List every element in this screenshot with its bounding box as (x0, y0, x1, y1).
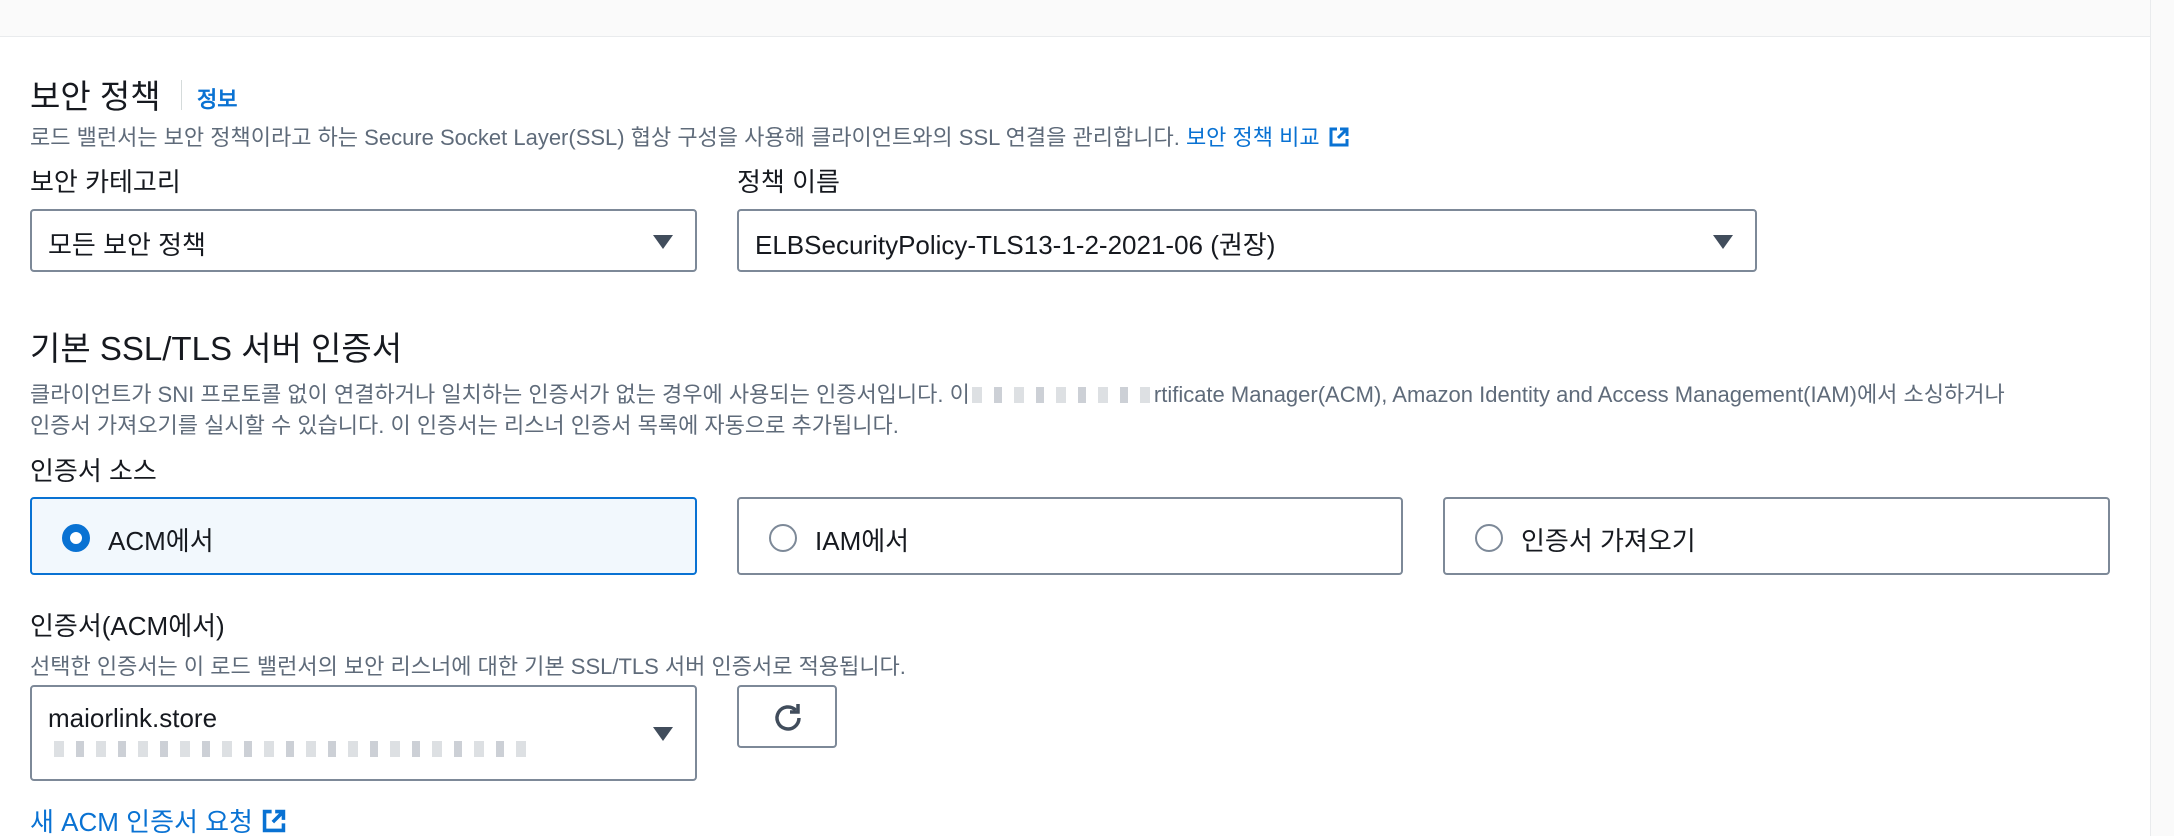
request-acm-cert-link[interactable]: 새 ACM 인증서 요청 (30, 802, 287, 839)
acm-cert-value: maiorlink.store (48, 703, 218, 733)
external-link-icon (1329, 127, 1349, 147)
security-policy-description: 로드 밸런서는 보안 정책이라고 하는 Secure Socket Layer(… (30, 120, 1350, 152)
policy-name-value: ELBSecurityPolicy-TLS13-1-2-2021-06 (권장) (755, 230, 1276, 260)
redacted-text (971, 387, 1152, 403)
cert-source-label: 인증서 소스 (30, 456, 157, 486)
acm-cert-label: 인증서(ACM에서) (30, 611, 225, 641)
info-link[interactable]: 정보 (197, 87, 238, 112)
refresh-icon (775, 704, 801, 731)
acm-cert-select[interactable]: maiorlink.store (30, 685, 697, 781)
radio-unselected[interactable] (769, 524, 797, 552)
default-cert-description-line2: 인증서 가져오기를 실시할 수 있습니다. 이 인증서는 리스너 인증서 목록에… (30, 413, 899, 438)
source-option-acm[interactable]: ACM에서 (30, 497, 697, 575)
compare-policies-link[interactable]: 보안 정책 비교 (1186, 125, 1350, 150)
source-option-acm-label: ACM에서 (108, 526, 214, 556)
source-option-iam-label: IAM에서 (815, 526, 910, 556)
source-option-import-label: 인증서 가져오기 (1521, 526, 1696, 556)
right-rail (2150, 0, 2174, 836)
caret-down-icon (653, 235, 673, 249)
security-policy-description-text: 로드 밸런서는 보안 정책이라고 하는 Secure Socket Layer(… (30, 125, 1180, 150)
radio-selected[interactable] (62, 524, 90, 552)
top-strip (0, 0, 2150, 37)
default-cert-heading: 기본 SSL/TLS 서버 인증서 (30, 330, 403, 367)
policy-name-select[interactable]: ELBSecurityPolicy-TLS13-1-2-2021-06 (권장) (737, 209, 1757, 272)
default-cert-description-line1: 클라이언트가 SNI 프로토콜 없이 연결하거나 일치하는 인증서가 없는 경우… (30, 382, 2005, 407)
policy-name-label: 정책 이름 (737, 167, 840, 197)
source-option-import[interactable]: 인증서 가져오기 (1443, 497, 2110, 575)
redacted-cert-id (54, 741, 534, 757)
heading-divider (181, 80, 182, 110)
security-policy-heading: 보안 정책 (30, 78, 161, 115)
external-link-icon (262, 809, 286, 833)
radio-unselected[interactable] (1475, 524, 1503, 552)
security-category-value: 모든 보안 정책 (48, 230, 206, 260)
source-option-iam[interactable]: IAM에서 (737, 497, 1403, 575)
caret-down-icon (653, 727, 673, 741)
acm-cert-description: 선택한 인증서는 이 로드 밸런서의 보안 리스너에 대한 기본 SSL/TLS… (30, 654, 906, 679)
refresh-button[interactable] (737, 685, 837, 748)
security-category-select[interactable]: 모든 보안 정책 (30, 209, 697, 272)
security-category-label: 보안 카테고리 (30, 167, 181, 197)
caret-down-icon (1713, 235, 1733, 249)
